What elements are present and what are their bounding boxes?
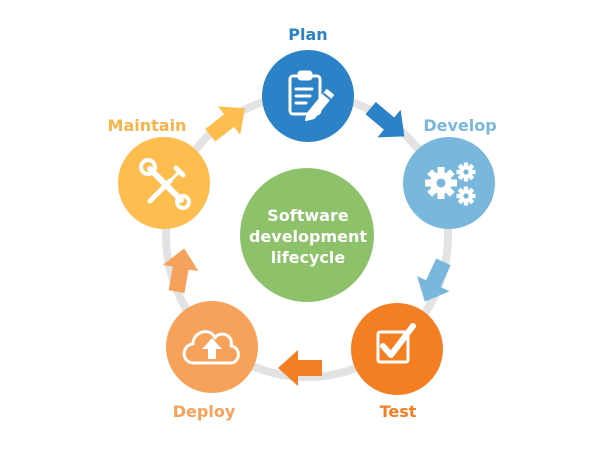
stage-label-test: Test [380, 402, 417, 421]
stage-develop: Develop [403, 116, 497, 229]
stage-plan: Plan [262, 25, 354, 142]
stage-test: Test [351, 303, 443, 421]
arrow-test-to-deploy [278, 350, 322, 386]
wrench-screwdriver-icon [139, 158, 191, 210]
stage-label-maintain: Maintain [108, 116, 187, 135]
stage-deploy: Deploy [166, 301, 258, 421]
stage-label-plan: Plan [288, 25, 327, 44]
center-circle [240, 168, 374, 302]
gears-icon [425, 162, 476, 206]
arrow-plan-to-develop [365, 102, 405, 138]
center-title-line-1: Software [267, 206, 349, 225]
cloud-upload-icon [182, 330, 240, 365]
arrow-maintain-to-plan [205, 106, 245, 142]
arrow-develop-to-test [416, 258, 451, 302]
arrow-deploy-to-maintain [162, 248, 199, 294]
stage-label-deploy: Deploy [173, 402, 236, 421]
stage-label-develop: Develop [423, 116, 496, 135]
stage-maintain: Maintain [108, 116, 210, 229]
clipboard-pencil-icon [288, 70, 334, 121]
checkbox-icon [376, 323, 416, 364]
center-title-line-3: lifecycle [271, 248, 346, 267]
center-title-line-2: development [249, 227, 367, 246]
